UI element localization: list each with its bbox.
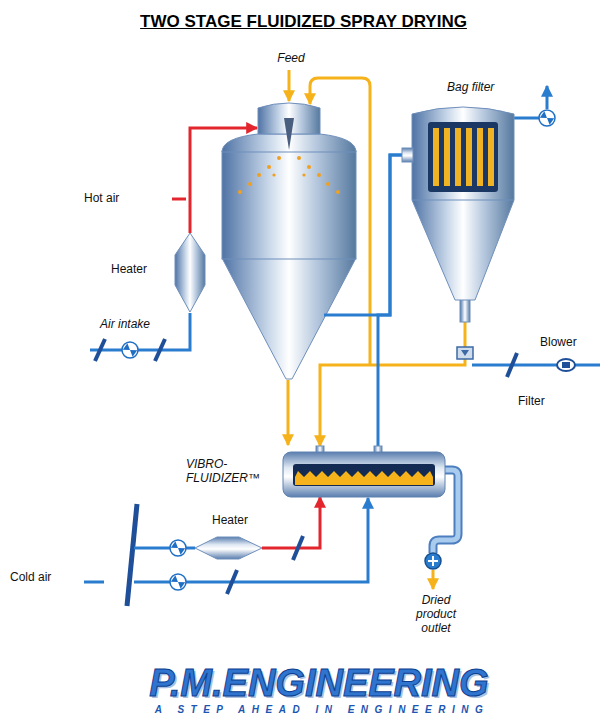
fan-casing [539,110,555,126]
rotary-valve [457,347,473,359]
droplet [302,173,305,176]
vibro-fluidizer: VIBRO- FLUIDIZER™ [283,446,445,497]
droplet [307,165,311,169]
pipe-connector [320,322,465,446]
outlet-label: Dried product outlet [408,594,464,635]
rotary-valve [425,553,441,569]
powder-drop [287,380,290,445]
fluid-bed [295,471,433,485]
exhaust-arrow [546,86,549,109]
feed-pipe [288,70,291,101]
chamber-cone [222,258,356,379]
filter-bag [455,128,461,186]
cold-air-mark [84,581,104,584]
hot-air-mark [172,198,186,201]
fan-symbol [170,540,186,556]
fan-blades [171,541,185,554]
filter-bag [488,128,494,186]
droplet [336,190,340,194]
fan-casing [170,540,186,556]
droplet [326,182,330,186]
fan-blades [123,343,137,356]
fluidizer-body [283,452,445,497]
exhaust-duct [514,117,539,120]
air-heater: Heater [195,536,262,560]
blower-symbol [562,362,570,368]
vibro-fluidizer-outline [283,446,445,497]
stream-label: Air intake [100,318,150,332]
equipment-label: Heater [111,263,147,277]
heater-body [195,537,262,559]
droplet [248,182,252,186]
droplet [297,156,301,160]
fan-symbol [539,110,555,126]
atomizer-nozzle [284,118,294,150]
product-arrow [432,570,435,589]
diagram-title: TWO STAGE FLUIDIZED SPRAY DRYING [0,12,607,32]
fluidizer-window [293,464,435,486]
droplet [267,165,271,169]
filter-bag [477,128,483,186]
equipment-label: Filter [518,395,545,409]
conveying-air-duct [472,364,600,367]
filter-damper [507,353,517,377]
droplet [272,173,275,176]
feed-label: Feed [277,52,304,66]
rotary-valve-mark [461,350,469,356]
fan-casing [170,574,186,590]
fan-symbol [122,342,138,358]
filter-inlet [402,148,413,162]
brand-tagline: A STEP AHEAD IN ENGINEERING [155,705,489,715]
fan-blades [540,111,554,124]
equipment-label: Heater [212,514,248,528]
housing-seam [412,200,514,201]
fines-return-pipe [310,78,370,365]
bag-filter-outline [402,100,517,322]
blower-symbol [557,359,575,371]
stream-label: Hot air [84,192,119,206]
equipment-label: Bag filter [447,81,494,95]
droplet [277,156,281,160]
filter-housing [412,107,514,300]
equipment-label: Blower [540,336,577,350]
manifold-damper [127,504,137,606]
filter-bag [433,128,439,186]
fan-blades [171,575,185,588]
heater-body [175,233,205,312]
fan-casing [122,342,138,358]
damper-symbol [227,570,237,594]
droplet [317,173,321,177]
droplet [238,190,242,194]
rotary-valve-mark [428,556,438,566]
chamber-body [222,151,356,259]
filter-bag [466,128,472,186]
cold-air-duct [134,498,368,582]
equipment-label: VIBRO- FLUIDIZER™ [186,458,276,486]
filter-bag [444,128,450,186]
spray-droplets [238,156,340,194]
damper-symbol [95,339,105,361]
brand-name: P.M.ENGINEERING [149,664,488,702]
pipe-connector [378,155,402,446]
damper-symbol [293,536,303,560]
air-heater: Heater [175,233,205,312]
air-heater-outline [195,536,262,560]
bag-filter: Bag filter [402,100,517,322]
filter-window [428,122,498,192]
air-heater-outline [175,233,205,312]
pipe-connector [262,497,320,548]
fan-symbol [170,574,186,590]
intake-duct [90,313,190,350]
stream-label: Cold air [10,571,51,585]
droplet [257,173,261,177]
hot-air-duct [190,128,257,233]
damper-symbol [155,339,165,361]
